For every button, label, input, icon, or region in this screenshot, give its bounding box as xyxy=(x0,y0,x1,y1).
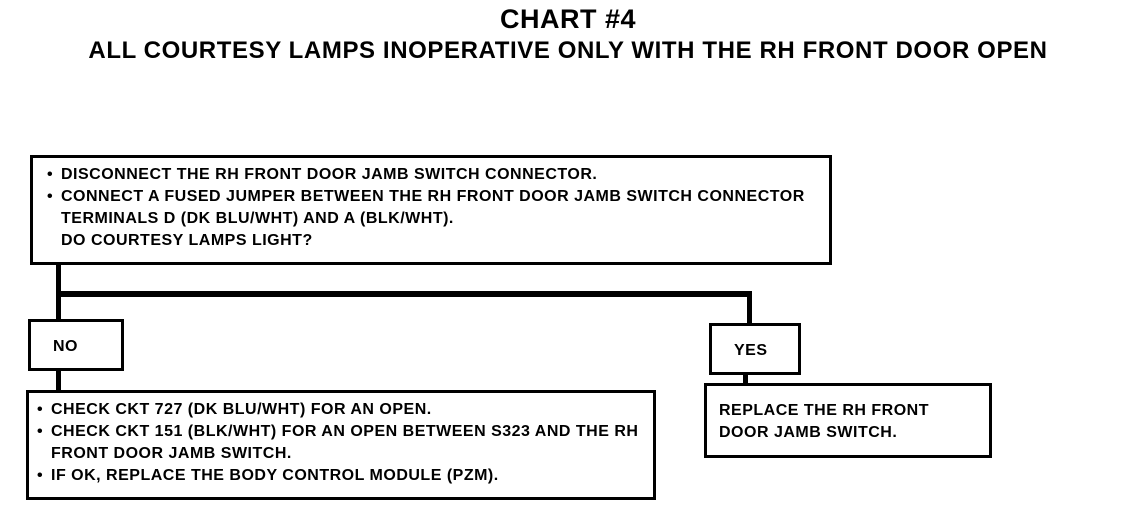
yes-action-text: REPLACE THE RH FRONT DOOR JAMB SWITCH. xyxy=(719,402,929,441)
no-action-step-2: CHECK CKT 151 (BLK/WHT) FOR AN OPEN BETW… xyxy=(37,421,645,465)
yes-label: YES xyxy=(734,342,768,359)
no-label: NO xyxy=(53,338,78,355)
no-action-step-1: CHECK CKT 727 (DK BLU/WHT) FOR AN OPEN. xyxy=(37,399,645,421)
no-branch-box: NO xyxy=(28,319,124,371)
chart-title: CHART #4 xyxy=(499,4,637,34)
no-action-box: CHECK CKT 727 (DK BLU/WHT) FOR AN OPEN. … xyxy=(26,390,656,500)
connector-yes-to-action xyxy=(743,375,748,385)
question-box: DISCONNECT THE RH FRONT DOOR JAMB SWITCH… xyxy=(30,155,832,265)
question-step-2: CONNECT A FUSED JUMPER BETWEEN THE RH FR… xyxy=(47,186,819,230)
yes-branch-box: YES xyxy=(709,323,801,375)
connector-no-to-action xyxy=(56,371,61,392)
yes-action-box: REPLACE THE RH FRONT DOOR JAMB SWITCH. xyxy=(704,383,992,458)
question-step-1: DISCONNECT THE RH FRONT DOOR JAMB SWITCH… xyxy=(47,164,819,186)
connector-horizontal xyxy=(56,291,752,297)
chart-subtitle: ALL COURTESY LAMPS INOPERATIVE ONLY WITH… xyxy=(88,37,1048,64)
connector-yes-down xyxy=(747,291,752,325)
question-text: DO COURTESY LAMPS LIGHT? xyxy=(61,232,313,249)
no-action-step-3: IF OK, REPLACE THE BODY CONTROL MODULE (… xyxy=(37,465,645,487)
